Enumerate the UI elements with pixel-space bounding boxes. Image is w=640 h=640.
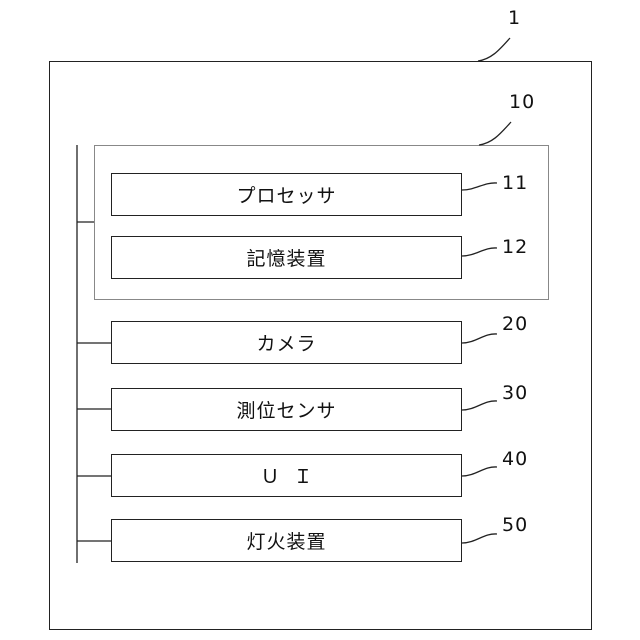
leader-line-50 xyxy=(462,534,497,543)
leader-line-30 xyxy=(462,401,497,410)
ref-numeral-lighting-device: 50 xyxy=(502,516,528,535)
leader-line-40 xyxy=(462,467,497,476)
ref-numeral-positioning-sensor: 30 xyxy=(502,384,528,403)
processor-label: プロセッサ xyxy=(236,181,336,208)
storage-label: 記憶装置 xyxy=(246,244,326,271)
leader-line-20 xyxy=(462,334,497,343)
leader-line-1 xyxy=(478,38,510,61)
lighting-device-label: 灯火装置 xyxy=(246,527,326,554)
ref-numeral-processor: 11 xyxy=(502,174,528,193)
ref-numeral-system: 1 xyxy=(508,9,521,28)
camera-label: カメラ xyxy=(256,329,316,356)
ref-numeral-camera: 20 xyxy=(502,315,528,334)
ref-numeral-storage: 12 xyxy=(502,238,528,257)
ui-block: ＵＩ xyxy=(111,454,462,497)
leader-line-12 xyxy=(462,248,497,256)
ref-numeral-control-unit: 10 xyxy=(509,93,535,112)
processor-block: プロセッサ xyxy=(111,173,462,216)
ui-label: ＵＩ xyxy=(246,462,326,489)
ref-numeral-ui: 40 xyxy=(502,450,528,469)
camera-block: カメラ xyxy=(111,321,462,364)
positioning-sensor-block: 測位センサ xyxy=(111,388,462,431)
positioning-sensor-label: 測位センサ xyxy=(236,396,336,423)
lighting-device-block: 灯火装置 xyxy=(111,519,462,562)
leader-line-11 xyxy=(462,183,497,190)
leader-line-10 xyxy=(479,122,511,145)
storage-block: 記憶装置 xyxy=(111,236,462,279)
